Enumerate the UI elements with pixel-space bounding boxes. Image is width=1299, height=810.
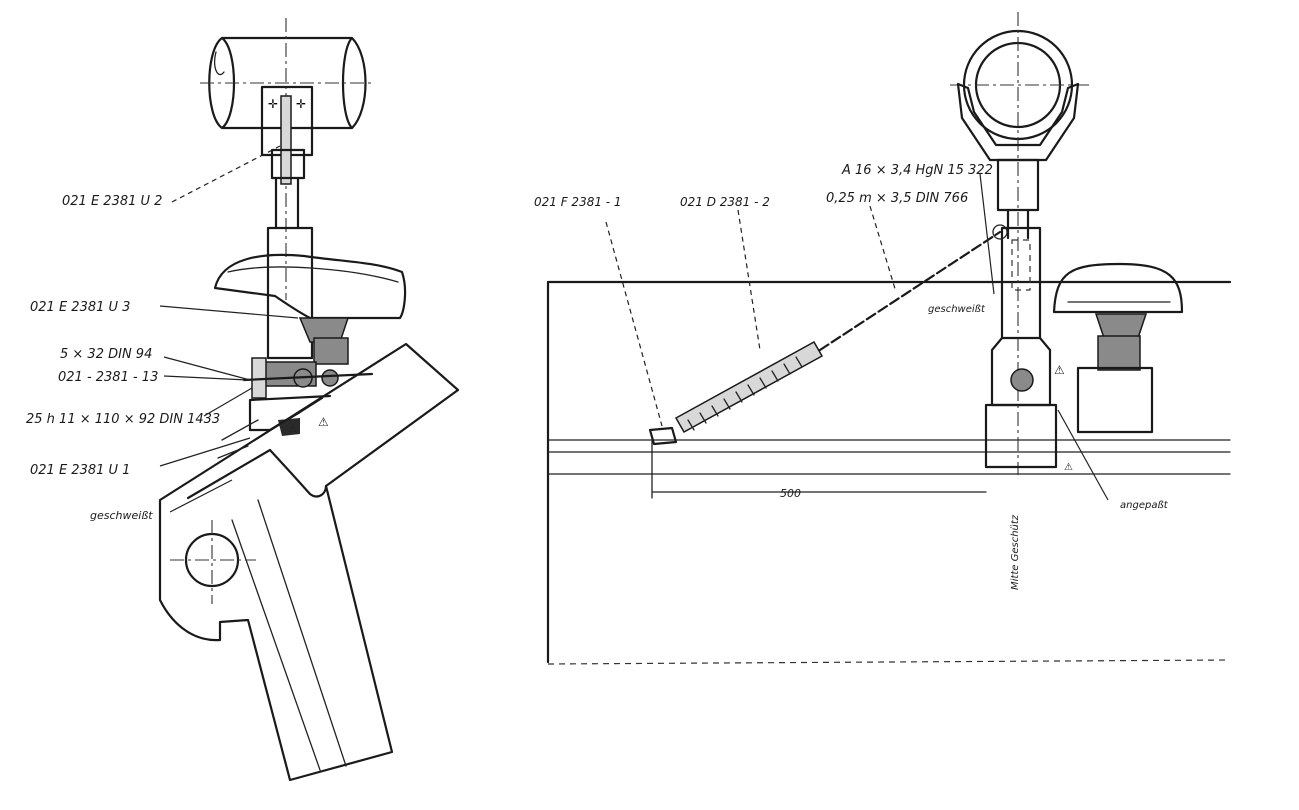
lamp-housing (213, 253, 407, 320)
svg-text:⚠: ⚠ (288, 424, 297, 435)
label-dim-500: 500 (780, 487, 801, 500)
sloped-arm (158, 342, 460, 782)
dimension-line (651, 439, 987, 499)
label-adjusted: angepaßt (1120, 500, 1169, 511)
clamp-yoke (956, 82, 1080, 162)
label-part-u1: 021 E 2381 U 1 (30, 463, 130, 478)
label-welded-right: geschweißt (928, 304, 986, 315)
column-lower (266, 226, 314, 360)
label-part-f: 021 F 2381 - 1 (534, 195, 622, 209)
label-center-gun: Mitte Geschütz (1010, 514, 1021, 590)
left-view: ✛ ✛ ⚠ ⚠ (158, 18, 460, 782)
svg-text:⚠: ⚠ (1064, 462, 1073, 473)
svg-text:✛: ✛ (296, 97, 306, 111)
base-block (984, 403, 1058, 469)
svg-text:⚠: ⚠ (1054, 363, 1065, 377)
label-part-13: 021 - 2381 - 13 (58, 370, 158, 385)
label-part-d: 021 D 2381 - 2 (680, 195, 770, 209)
frame-outline (546, 280, 1232, 664)
svg-text:⚠: ⚠ (318, 415, 329, 429)
label-pin: 25 h 11 × 110 × 92 DIN 1433 (26, 412, 220, 427)
column-right (1000, 226, 1042, 340)
svg-text:✛: ✛ (268, 97, 278, 111)
lamp-housing-right (1052, 262, 1184, 314)
label-part-u2: 021 E 2381 U 2 (62, 194, 162, 209)
label-spec-a: A 16 × 3,4 HgN 15 322 (841, 163, 993, 178)
slot-clamp (280, 95, 292, 185)
label-welded-left: geschweißt (90, 509, 153, 522)
label-chain: 0,25 m × 3,5 DIN 766 (826, 191, 968, 206)
label-bolt: 5 × 32 DIN 94 (60, 347, 152, 362)
label-part-u3: 021 E 2381 U 3 (30, 300, 130, 315)
chain (818, 230, 1002, 352)
lock-knob (1010, 368, 1034, 392)
right-view: ⚠ ⚠ (546, 12, 1232, 665)
